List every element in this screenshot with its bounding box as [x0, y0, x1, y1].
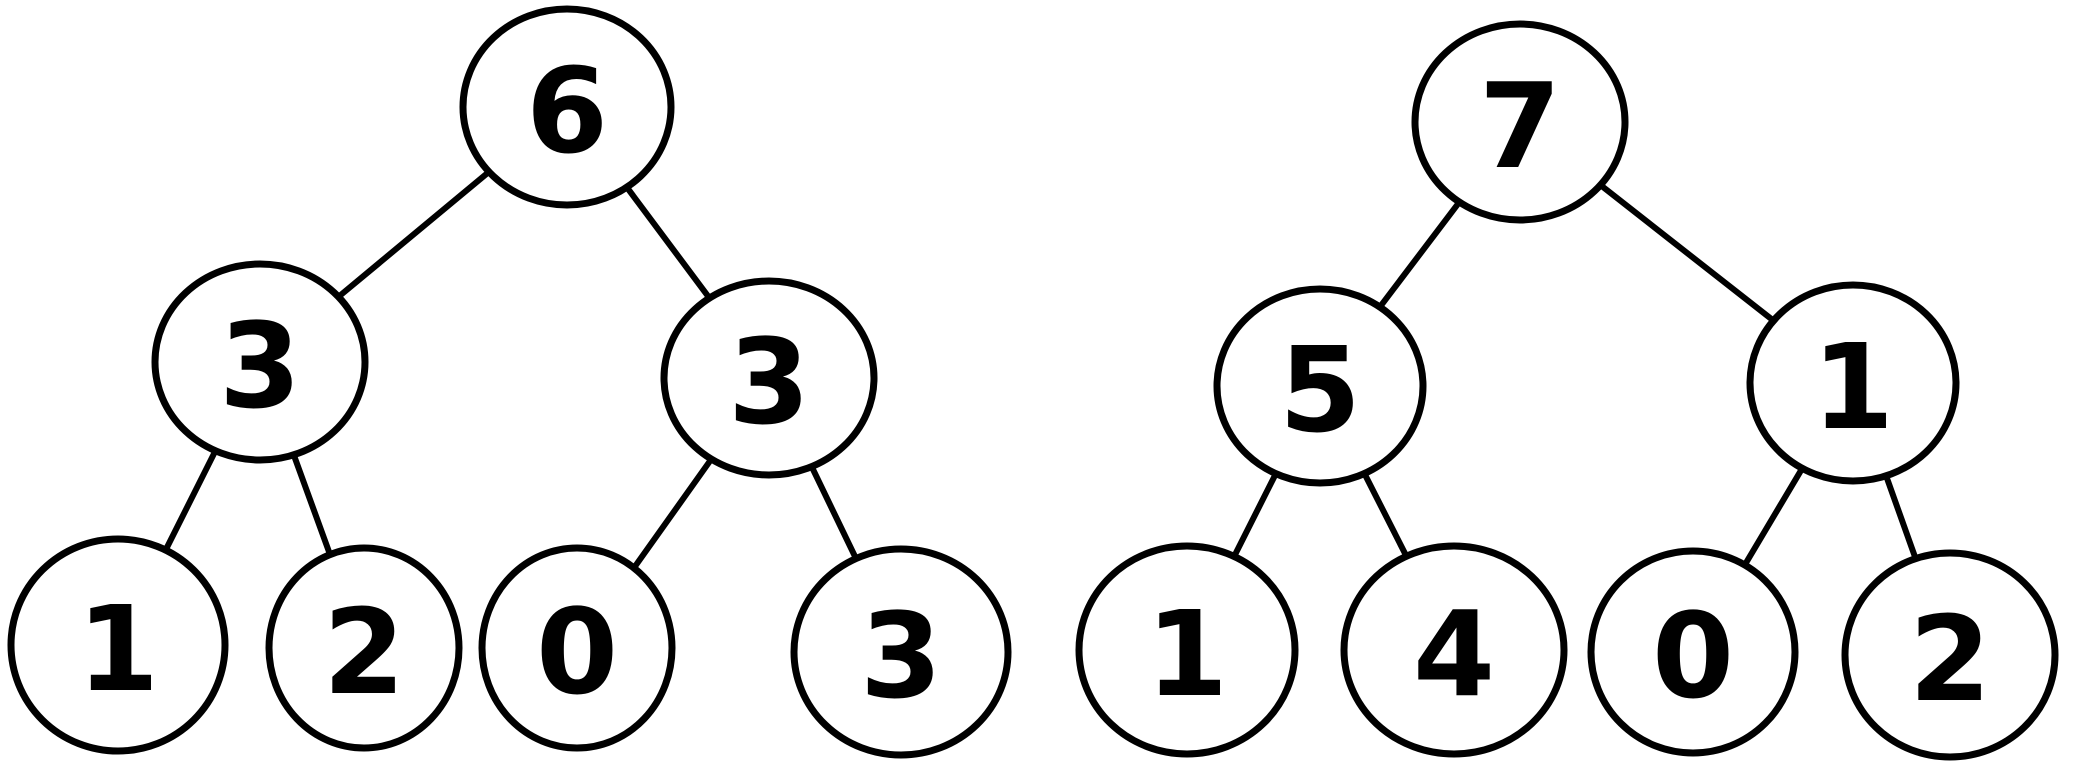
tree-edge — [1360, 468, 1411, 562]
tree-edge — [290, 449, 334, 560]
tree-node[interactable]: 7 — [1411, 20, 1629, 224]
node-value-label: 2 — [323, 583, 405, 721]
node-value-label: 6 — [526, 42, 608, 180]
tree-node[interactable]: 0 — [478, 544, 676, 752]
node-value-label: 1 — [77, 580, 159, 718]
tree-edge — [1740, 463, 1807, 570]
node-value-label: 3 — [860, 587, 942, 725]
node-circle[interactable] — [478, 544, 676, 752]
tree-node[interactable]: 2 — [265, 544, 463, 752]
node-value-label: 2 — [1909, 590, 1991, 728]
tree-node[interactable]: 1 — [1075, 542, 1299, 758]
node-circle[interactable] — [1746, 281, 1960, 485]
tree-node[interactable]: 3 — [151, 260, 369, 464]
node-value-label: 7 — [1479, 57, 1561, 195]
node-value-label: 0 — [536, 583, 618, 721]
node-circle[interactable] — [1075, 542, 1299, 758]
tree-edge — [161, 445, 220, 555]
node-value-label: 4 — [1413, 585, 1495, 723]
node-circle[interactable] — [1213, 285, 1427, 487]
tree-node[interactable]: 0 — [1587, 547, 1799, 757]
tree-node[interactable]: 2 — [1841, 549, 2059, 761]
node-circle[interactable] — [7, 535, 229, 755]
node-circle[interactable] — [1340, 542, 1568, 758]
tree-node[interactable]: 4 — [1340, 542, 1568, 758]
tree-node[interactable]: 3 — [660, 277, 878, 479]
tree-node[interactable]: 6 — [459, 5, 675, 209]
tree-node[interactable]: 1 — [7, 535, 229, 755]
tree-node[interactable]: 3 — [790, 545, 1012, 759]
node-circle[interactable] — [1841, 549, 2059, 761]
node-circle[interactable] — [1587, 547, 1799, 757]
node-circle[interactable] — [265, 544, 463, 752]
node-value-label: 5 — [1279, 321, 1361, 459]
tree-edge — [1595, 180, 1779, 325]
node-circle[interactable] — [660, 277, 878, 479]
node-value-label: 1 — [1146, 585, 1228, 723]
tree-edge — [1375, 197, 1464, 312]
node-circle[interactable] — [790, 545, 1012, 759]
tree-node[interactable]: 5 — [1213, 285, 1427, 487]
tree-edge — [1882, 470, 1920, 564]
tree-edge — [622, 182, 714, 303]
tree-node[interactable]: 1 — [1746, 281, 1960, 485]
node-circle[interactable] — [459, 5, 675, 209]
tree-edge — [807, 461, 860, 564]
tree-edge — [1230, 468, 1280, 562]
edges-layer — [161, 167, 1920, 573]
node-value-label: 3 — [219, 297, 301, 435]
tree-edge — [333, 167, 494, 302]
node-value-label: 1 — [1812, 318, 1894, 456]
node-value-label: 3 — [728, 313, 810, 451]
node-circle[interactable] — [1411, 20, 1629, 224]
node-value-label: 0 — [1652, 587, 1734, 725]
tree-edge — [629, 454, 716, 573]
node-circle[interactable] — [151, 260, 369, 464]
